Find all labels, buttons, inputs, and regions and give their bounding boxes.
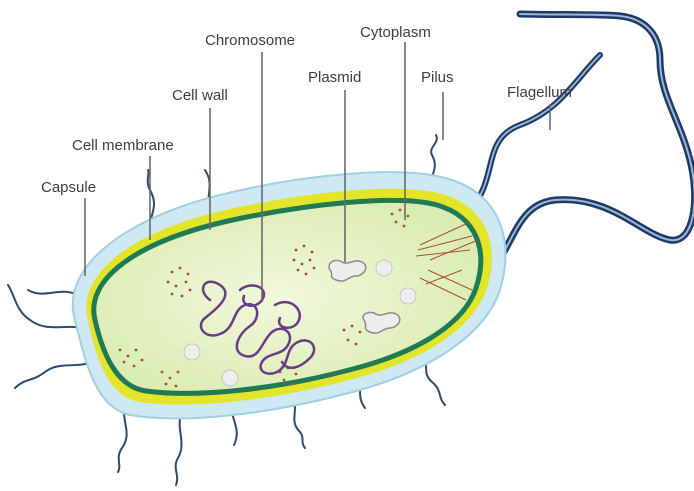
- label-cell-wall: Cell wall: [172, 87, 228, 104]
- label-plasmid: Plasmid: [308, 69, 361, 86]
- pilus-icon: [176, 408, 185, 485]
- pilus-icon: [15, 360, 95, 388]
- label-flagellum: Flagellum: [507, 84, 572, 101]
- label-chromosome: Chromosome: [205, 32, 295, 49]
- pilus-icon: [28, 290, 80, 296]
- label-cytoplasm: Cytoplasm: [360, 24, 431, 41]
- label-pilus: Pilus: [421, 69, 454, 86]
- label-capsule: Capsule: [41, 179, 96, 196]
- label-cell-membrane: Cell membrane: [72, 137, 174, 154]
